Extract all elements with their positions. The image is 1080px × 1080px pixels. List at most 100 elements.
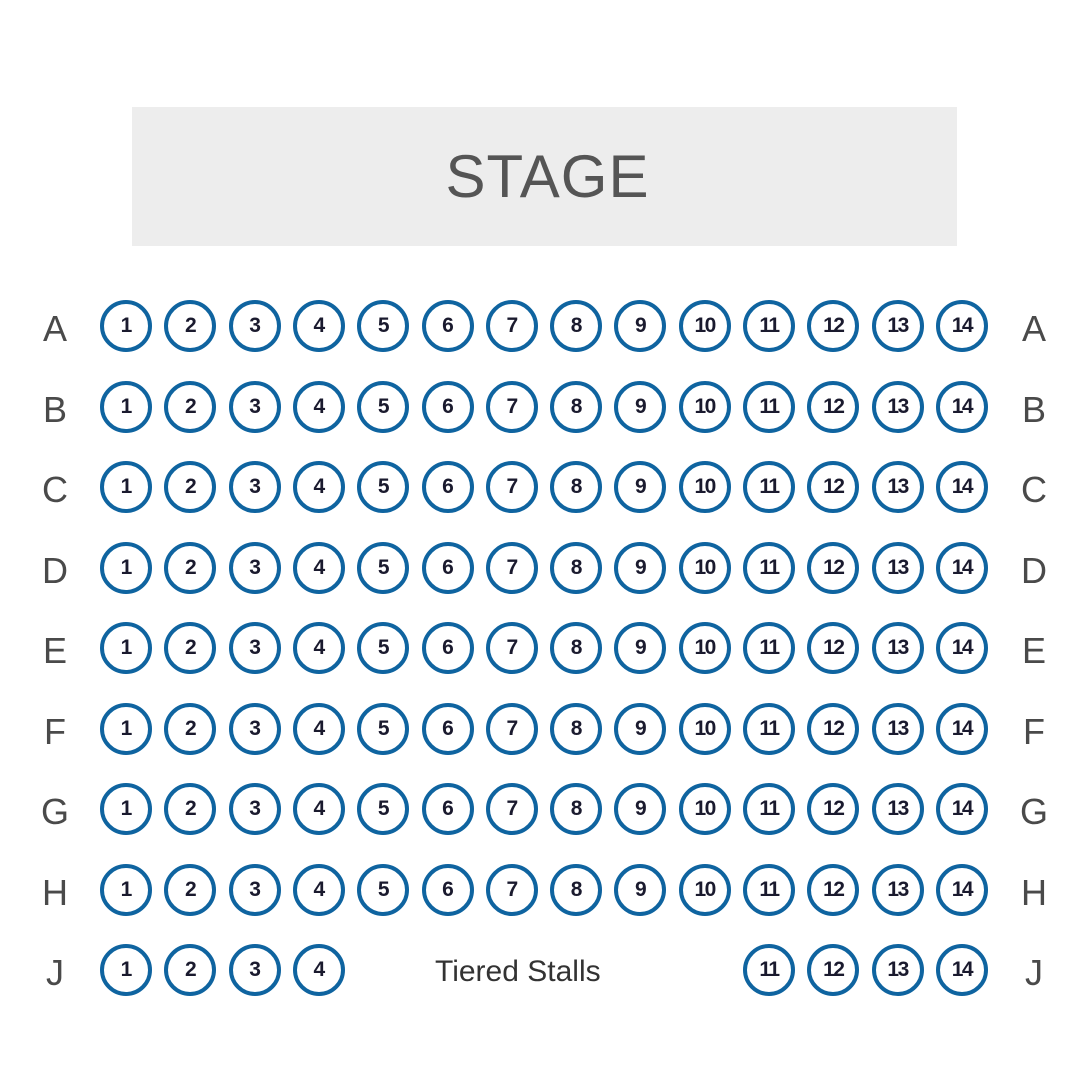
seat-c9[interactable]: 9 — [614, 461, 667, 513]
seat-j13[interactable]: 13 — [871, 944, 924, 996]
seat-j4[interactable]: 4 — [292, 944, 345, 996]
seat-d4[interactable]: 4 — [292, 541, 345, 594]
seat-g1[interactable]: 1 — [100, 783, 152, 835]
seat-d3[interactable]: 3 — [228, 541, 281, 594]
seat-b2[interactable]: 2 — [164, 380, 217, 433]
seat-g2[interactable]: 2 — [164, 783, 217, 835]
seat-g4[interactable]: 4 — [292, 783, 345, 835]
seat-b12[interactable]: 12 — [807, 380, 860, 433]
seat-e9[interactable]: 9 — [614, 622, 667, 674]
seat-g3[interactable]: 3 — [228, 783, 281, 835]
seat-d10[interactable]: 10 — [678, 541, 731, 594]
seat-b9[interactable]: 9 — [614, 380, 667, 433]
seat-f6[interactable]: 6 — [421, 702, 474, 755]
seat-c8[interactable]: 8 — [550, 461, 603, 513]
seat-e4[interactable]: 4 — [292, 622, 345, 674]
seat-f8[interactable]: 8 — [550, 702, 603, 755]
seat-a12[interactable]: 12 — [807, 300, 860, 352]
seat-h7[interactable]: 7 — [485, 863, 538, 916]
seat-a8[interactable]: 8 — [550, 300, 603, 352]
seat-g6[interactable]: 6 — [421, 783, 474, 835]
seat-a14[interactable]: 14 — [935, 300, 988, 352]
seat-b14[interactable]: 14 — [935, 380, 988, 433]
seat-a9[interactable]: 9 — [614, 300, 667, 352]
seat-g9[interactable]: 9 — [614, 783, 667, 835]
seat-e13[interactable]: 13 — [871, 622, 924, 674]
seat-f5[interactable]: 5 — [357, 702, 410, 755]
seat-d8[interactable]: 8 — [550, 541, 603, 594]
seat-e6[interactable]: 6 — [421, 622, 474, 674]
seat-b11[interactable]: 11 — [743, 380, 795, 433]
seat-j14[interactable]: 14 — [935, 944, 988, 996]
seat-b1[interactable]: 1 — [100, 380, 152, 433]
seat-c1[interactable]: 1 — [100, 461, 152, 513]
seat-e2[interactable]: 2 — [164, 622, 217, 674]
seat-e10[interactable]: 10 — [678, 622, 731, 674]
seat-d13[interactable]: 13 — [871, 541, 924, 594]
seat-c4[interactable]: 4 — [292, 461, 345, 513]
seat-d6[interactable]: 6 — [421, 541, 474, 594]
seat-e1[interactable]: 1 — [100, 622, 152, 674]
seat-f10[interactable]: 10 — [678, 702, 731, 755]
seat-d2[interactable]: 2 — [164, 541, 217, 594]
seat-c11[interactable]: 11 — [743, 461, 795, 513]
seat-f7[interactable]: 7 — [485, 702, 538, 755]
seat-c13[interactable]: 13 — [871, 461, 924, 513]
seat-g10[interactable]: 10 — [678, 783, 731, 835]
seat-f13[interactable]: 13 — [871, 702, 924, 755]
seat-f1[interactable]: 1 — [100, 702, 152, 755]
seat-c2[interactable]: 2 — [164, 461, 217, 513]
seat-d14[interactable]: 14 — [935, 541, 988, 594]
seat-a13[interactable]: 13 — [871, 300, 924, 352]
seat-a5[interactable]: 5 — [357, 300, 410, 352]
seat-h5[interactable]: 5 — [357, 863, 410, 916]
seat-j12[interactable]: 12 — [807, 944, 860, 996]
seat-h1[interactable]: 1 — [100, 863, 152, 916]
seat-e5[interactable]: 5 — [357, 622, 410, 674]
seat-g11[interactable]: 11 — [743, 783, 795, 835]
seat-a2[interactable]: 2 — [164, 300, 217, 352]
seat-a6[interactable]: 6 — [421, 300, 474, 352]
seat-c12[interactable]: 12 — [807, 461, 860, 513]
seat-g13[interactable]: 13 — [871, 783, 924, 835]
seat-f4[interactable]: 4 — [292, 702, 345, 755]
seat-e11[interactable]: 11 — [743, 622, 795, 674]
seat-d7[interactable]: 7 — [485, 541, 538, 594]
seat-b4[interactable]: 4 — [292, 380, 345, 433]
seat-a4[interactable]: 4 — [292, 300, 345, 352]
seat-e14[interactable]: 14 — [935, 622, 988, 674]
seat-j11[interactable]: 11 — [743, 944, 795, 996]
seat-d11[interactable]: 11 — [743, 541, 795, 594]
seat-b13[interactable]: 13 — [871, 380, 924, 433]
seat-g7[interactable]: 7 — [485, 783, 538, 835]
seat-c5[interactable]: 5 — [357, 461, 410, 513]
seat-b10[interactable]: 10 — [678, 380, 731, 433]
seat-d1[interactable]: 1 — [100, 541, 152, 594]
seat-c6[interactable]: 6 — [421, 461, 474, 513]
seat-c14[interactable]: 14 — [935, 461, 988, 513]
seat-c3[interactable]: 3 — [228, 461, 281, 513]
seat-e12[interactable]: 12 — [807, 622, 860, 674]
seat-j3[interactable]: 3 — [228, 944, 281, 996]
seat-b3[interactable]: 3 — [228, 380, 281, 433]
seat-b5[interactable]: 5 — [357, 380, 410, 433]
seat-b7[interactable]: 7 — [485, 380, 538, 433]
seat-a3[interactable]: 3 — [228, 300, 281, 352]
seat-h3[interactable]: 3 — [228, 863, 281, 916]
seat-e7[interactable]: 7 — [485, 622, 538, 674]
seat-f2[interactable]: 2 — [164, 702, 217, 755]
seat-d9[interactable]: 9 — [614, 541, 667, 594]
seat-b8[interactable]: 8 — [550, 380, 603, 433]
seat-h14[interactable]: 14 — [935, 863, 988, 916]
seat-h4[interactable]: 4 — [292, 863, 345, 916]
seat-f12[interactable]: 12 — [807, 702, 860, 755]
seat-h12[interactable]: 12 — [807, 863, 860, 916]
seat-c10[interactable]: 10 — [678, 461, 731, 513]
seat-f9[interactable]: 9 — [614, 702, 667, 755]
seat-f11[interactable]: 11 — [743, 702, 795, 755]
seat-e8[interactable]: 8 — [550, 622, 603, 674]
seat-h9[interactable]: 9 — [614, 863, 667, 916]
seat-g14[interactable]: 14 — [935, 783, 988, 835]
seat-a7[interactable]: 7 — [485, 300, 538, 352]
seat-h2[interactable]: 2 — [164, 863, 217, 916]
